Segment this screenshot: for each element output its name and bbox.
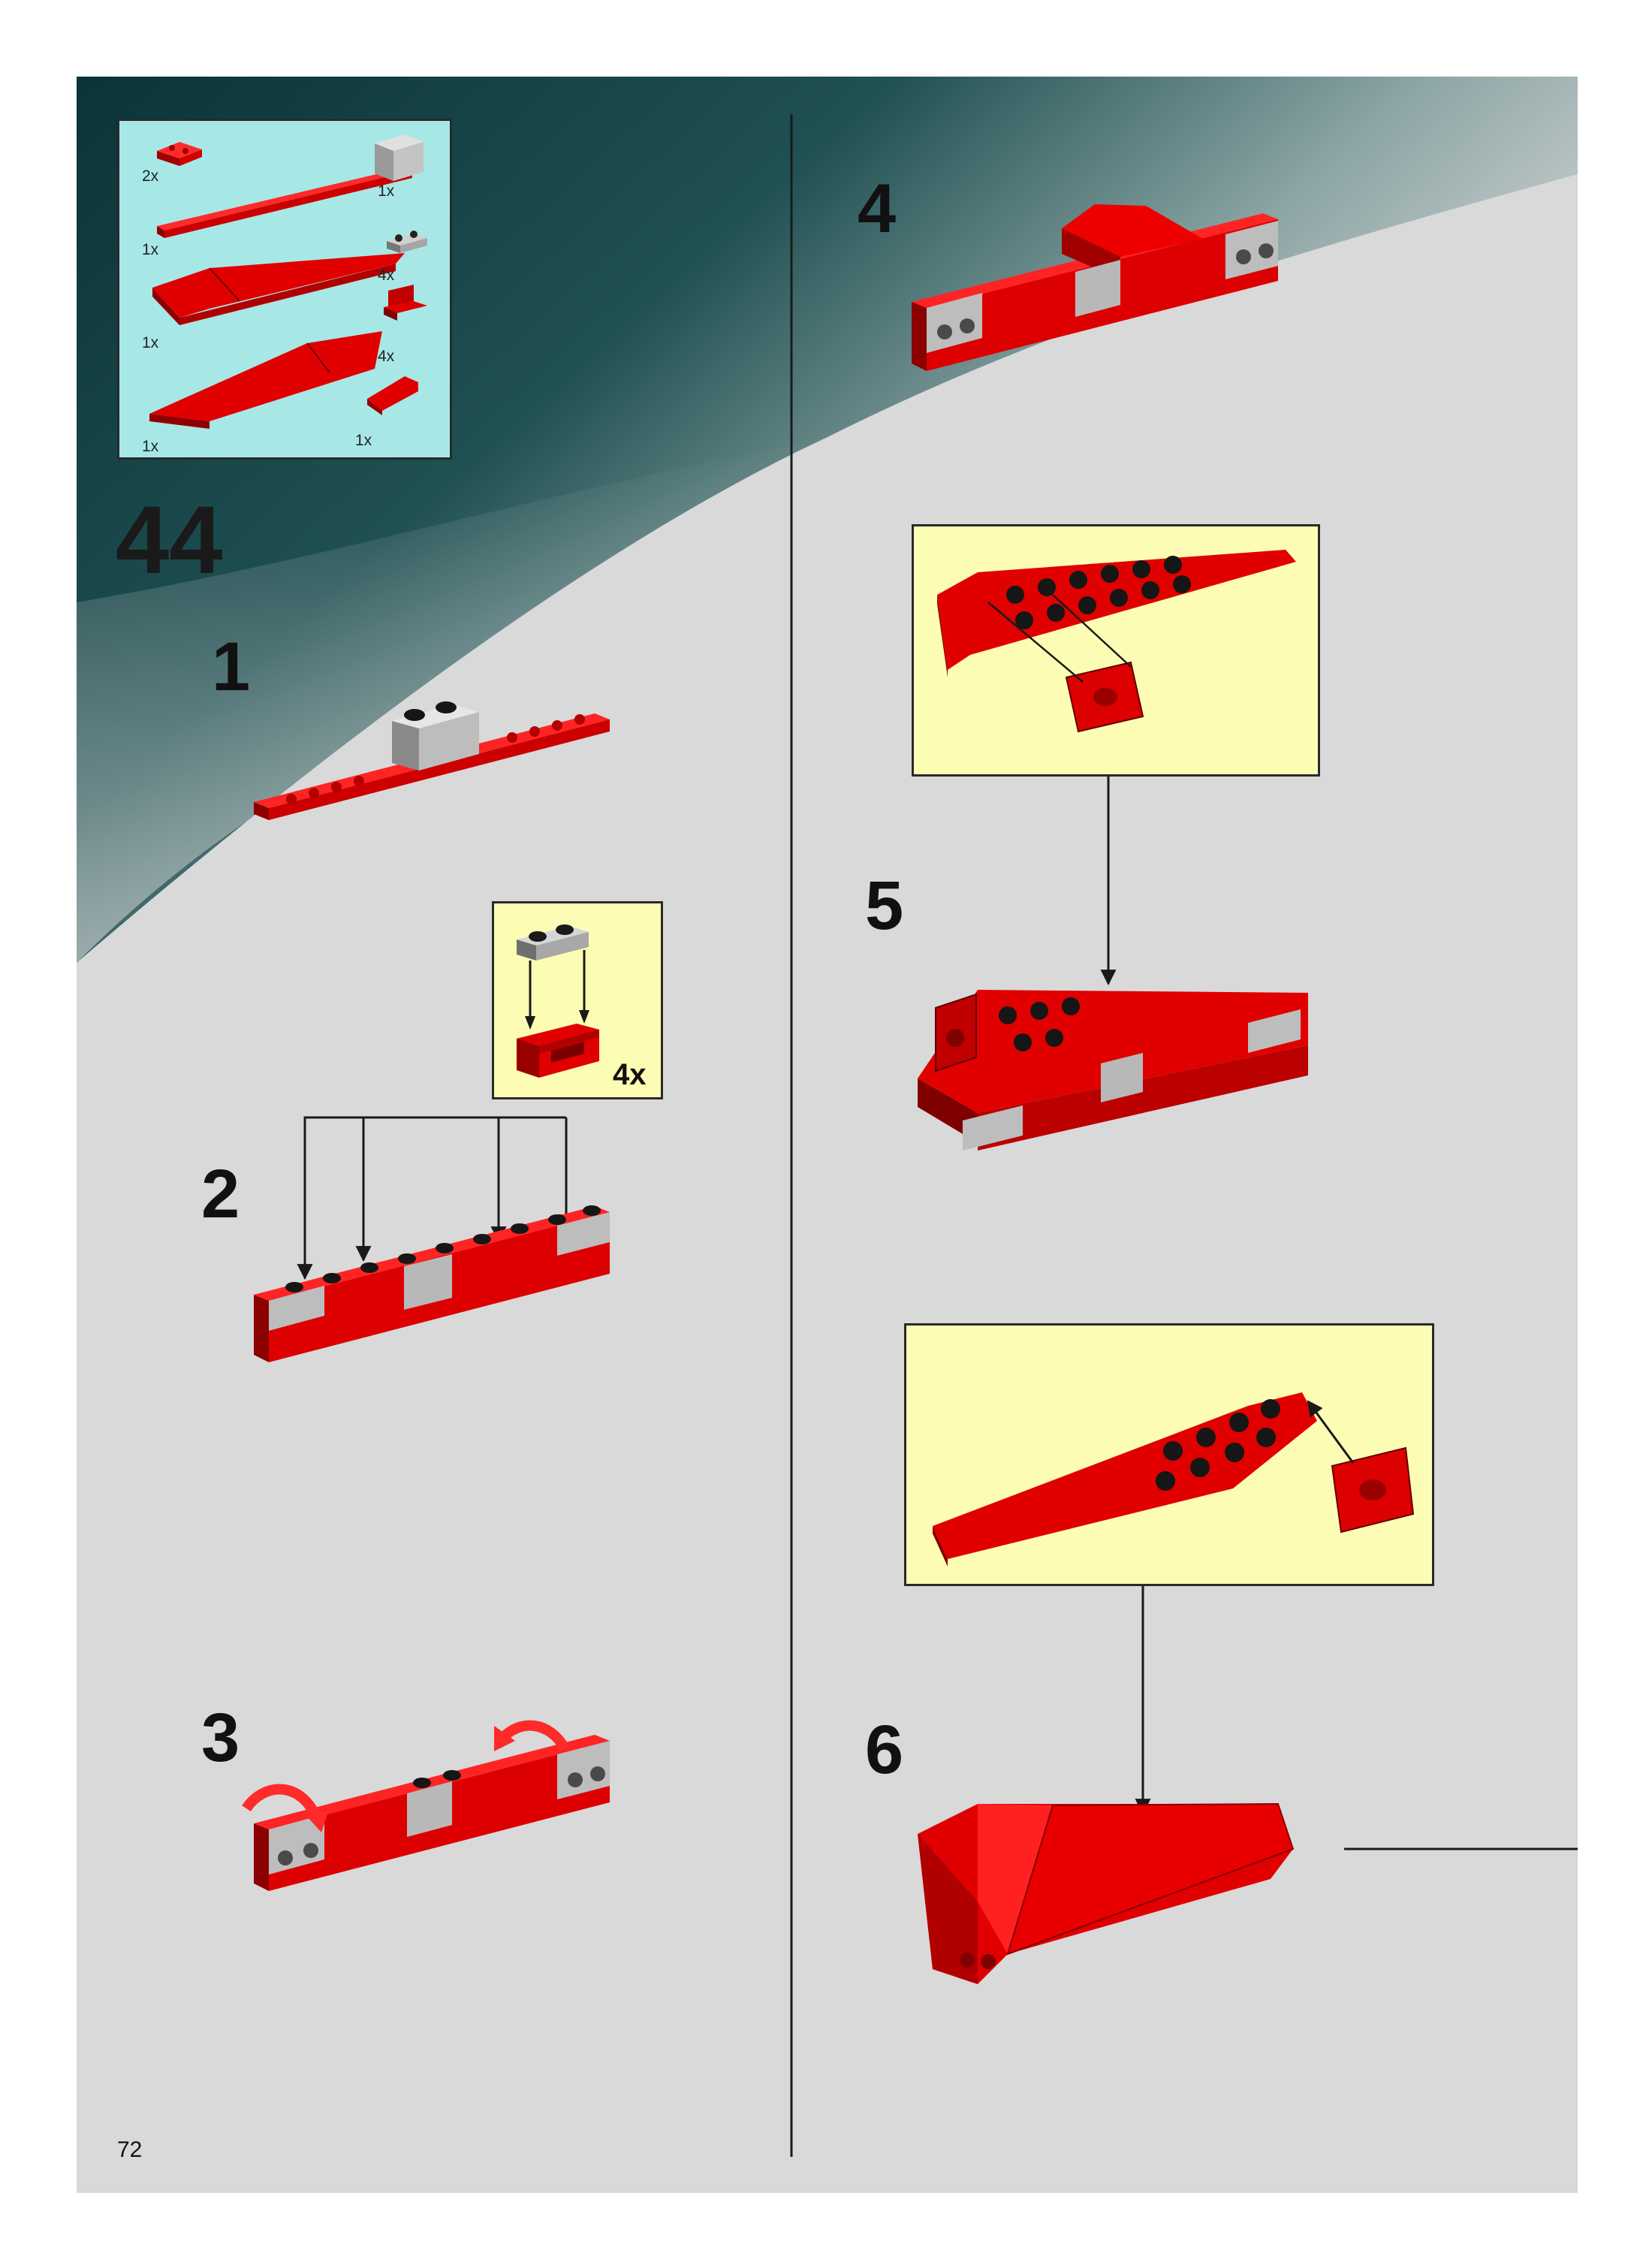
- step-5-model: [918, 990, 1308, 1151]
- step-3-model: [254, 1735, 610, 1891]
- instruction-page: 2x 1x 1x 1x 1x 4x 4x 1x 44 1 2 3 4 5 6: [77, 77, 1578, 2193]
- build-illustrations: [77, 77, 1578, 2193]
- step-4-model: [912, 204, 1278, 371]
- step-6-callout-wedge: [933, 1392, 1413, 1567]
- step-2-model: [254, 1205, 610, 1362]
- step-1-model: [254, 701, 610, 820]
- step-5-callout-wedge: [937, 550, 1296, 731]
- page-number: 72: [117, 2137, 142, 2163]
- step-6-model: [918, 1804, 1293, 1984]
